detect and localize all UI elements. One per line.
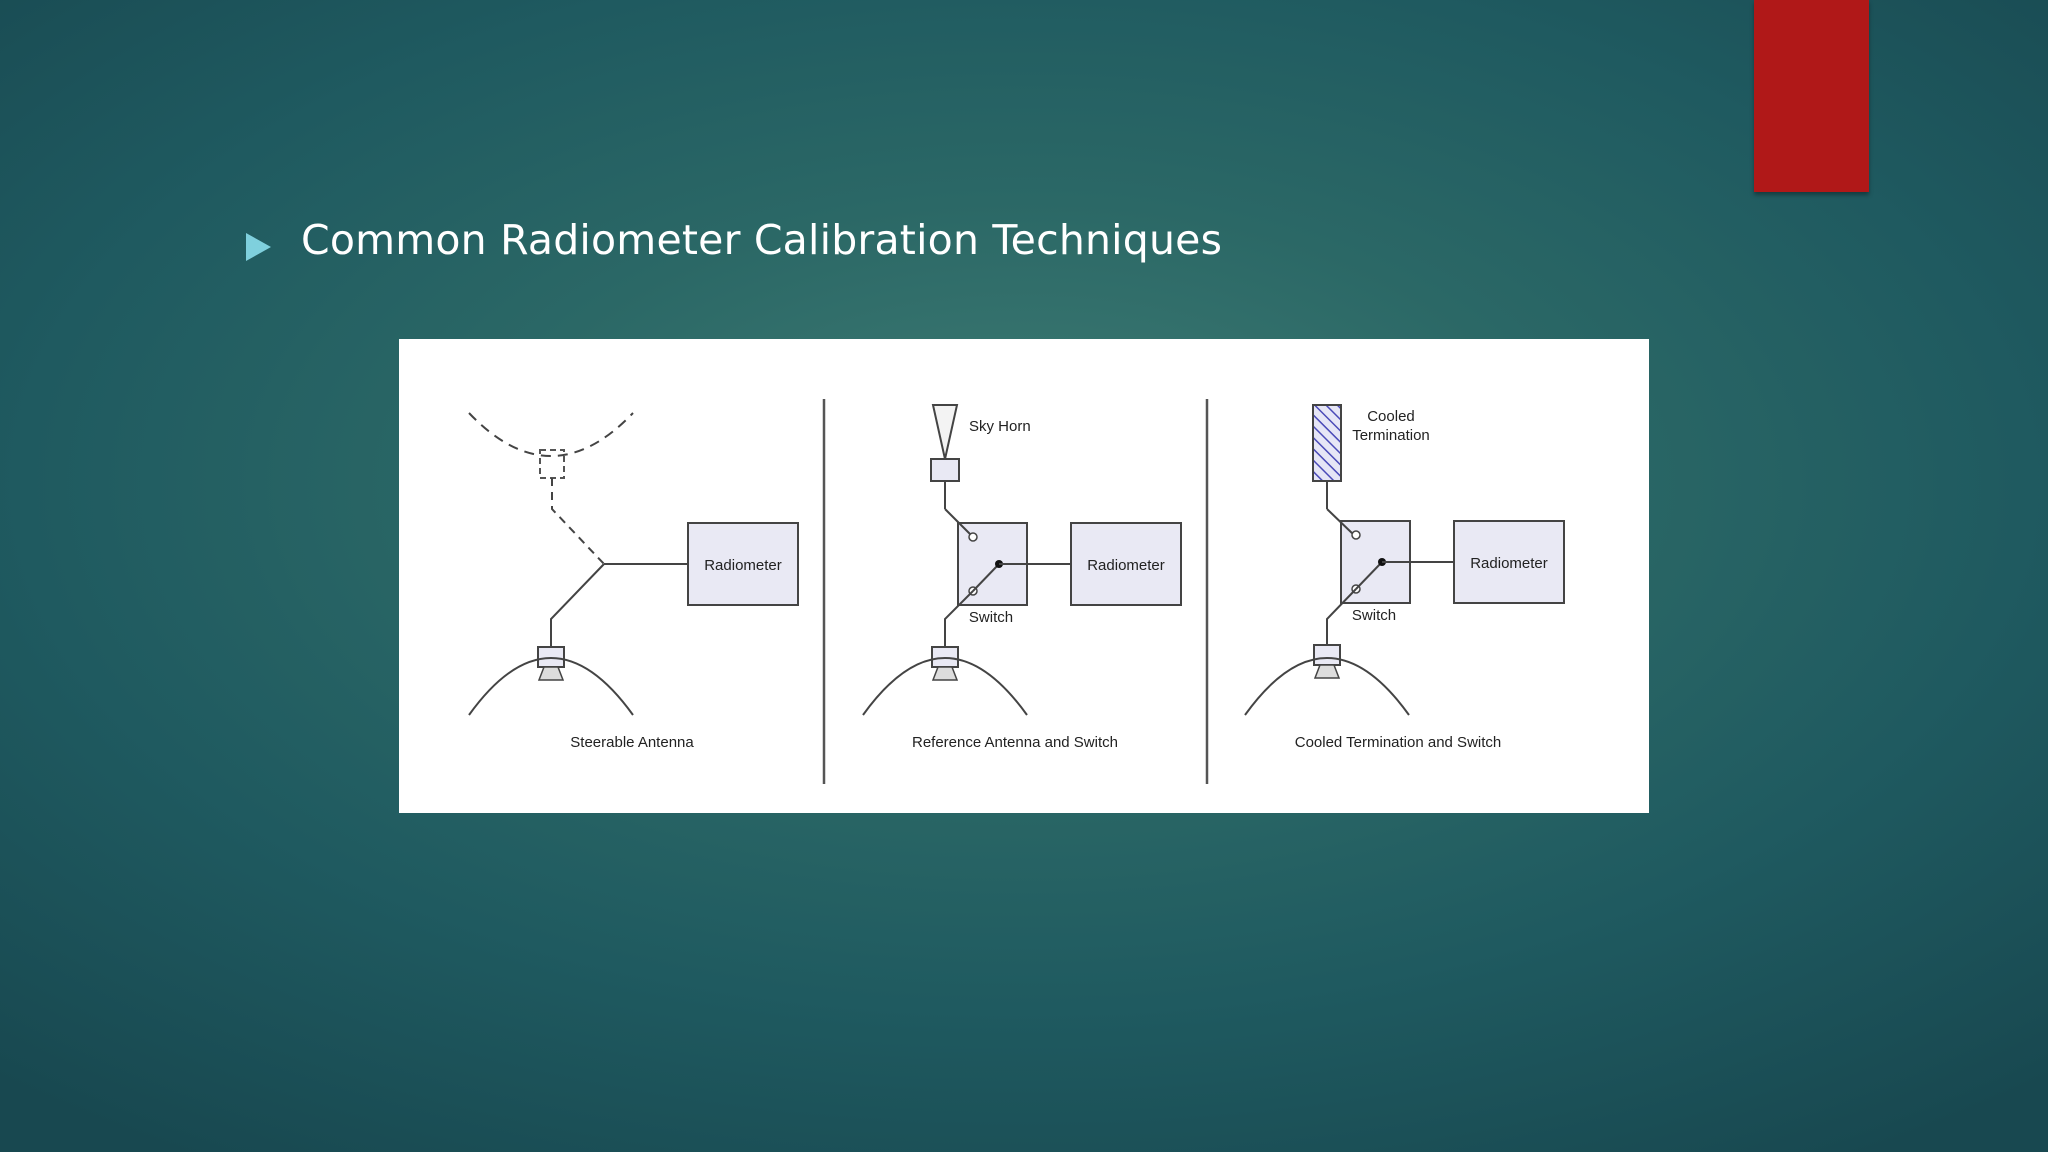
feed-box-3: [1313, 644, 1341, 666]
radiometer-box-2: [1070, 522, 1182, 606]
radiometer-label-3: Radiometer: [1470, 555, 1548, 572]
switch-arm-2: [972, 563, 1000, 592]
panel-cooled-termination: Cooled Termination Switch Radiometer Coo…: [1244, 404, 1565, 751]
switch-contact-upper-3: [1351, 530, 1361, 540]
sky-horn-icon: [931, 404, 959, 460]
feed-horn-1: [537, 666, 565, 681]
feed-horn-3: [1313, 664, 1341, 679]
cooled-termination-icon: [1312, 404, 1342, 482]
switch-upper-lead-3: [1326, 508, 1355, 536]
dish-1: [468, 657, 634, 716]
switch-contact-upper-2: [968, 532, 978, 542]
bullet-arrow-icon: [246, 233, 271, 261]
switch-lower-lead-3: [1326, 588, 1357, 647]
panel-steerable-antenna: Radiometer Steerable Antenna: [468, 412, 799, 751]
switch-upper-lead-2: [944, 508, 972, 536]
radiometer-box-1: [687, 522, 799, 606]
radiometer-box-3: [1453, 520, 1565, 604]
steered-feed-line-dashed: [551, 478, 605, 565]
slide-title: Common Radiometer Calibration Techniques: [301, 216, 1223, 264]
switch-lower-lead-2: [944, 590, 974, 647]
caption-reference-antenna: Reference Antenna and Switch: [912, 734, 1118, 751]
dish-3: [1244, 657, 1410, 716]
radiometer-label-2: Radiometer: [1087, 557, 1165, 574]
panel-reference-antenna: Sky Horn Switch Radiometer Reference Ant…: [862, 404, 1182, 751]
radiometer-label-1: Radiometer: [704, 557, 782, 574]
feed-line: [550, 563, 605, 647]
caption-steerable-antenna: Steerable Antenna: [570, 734, 694, 751]
dish-2: [862, 657, 1028, 716]
accent-bar: [1754, 0, 1869, 192]
calibration-diagram: Radiometer Steerable Antenna Sky Horn Sw…: [399, 339, 1649, 813]
feed-horn-2: [931, 666, 959, 681]
steered-feed-dashed: [539, 449, 565, 479]
caption-cooled-termination: Cooled Termination and Switch: [1295, 734, 1502, 751]
switch-arm-3: [1355, 561, 1383, 590]
sky-horn-feed-box: [930, 458, 960, 482]
switch-label-3: Switch: [1352, 607, 1396, 624]
switch-label-2: Switch: [969, 609, 1013, 626]
calibration-diagram-svg: Radiometer Steerable Antenna Sky Horn Sw…: [468, 399, 1565, 784]
sky-horn-label: Sky Horn: [969, 418, 1031, 435]
termination-label-line1: Cooled: [1367, 408, 1415, 425]
termination-label-line2: Termination: [1352, 427, 1430, 444]
